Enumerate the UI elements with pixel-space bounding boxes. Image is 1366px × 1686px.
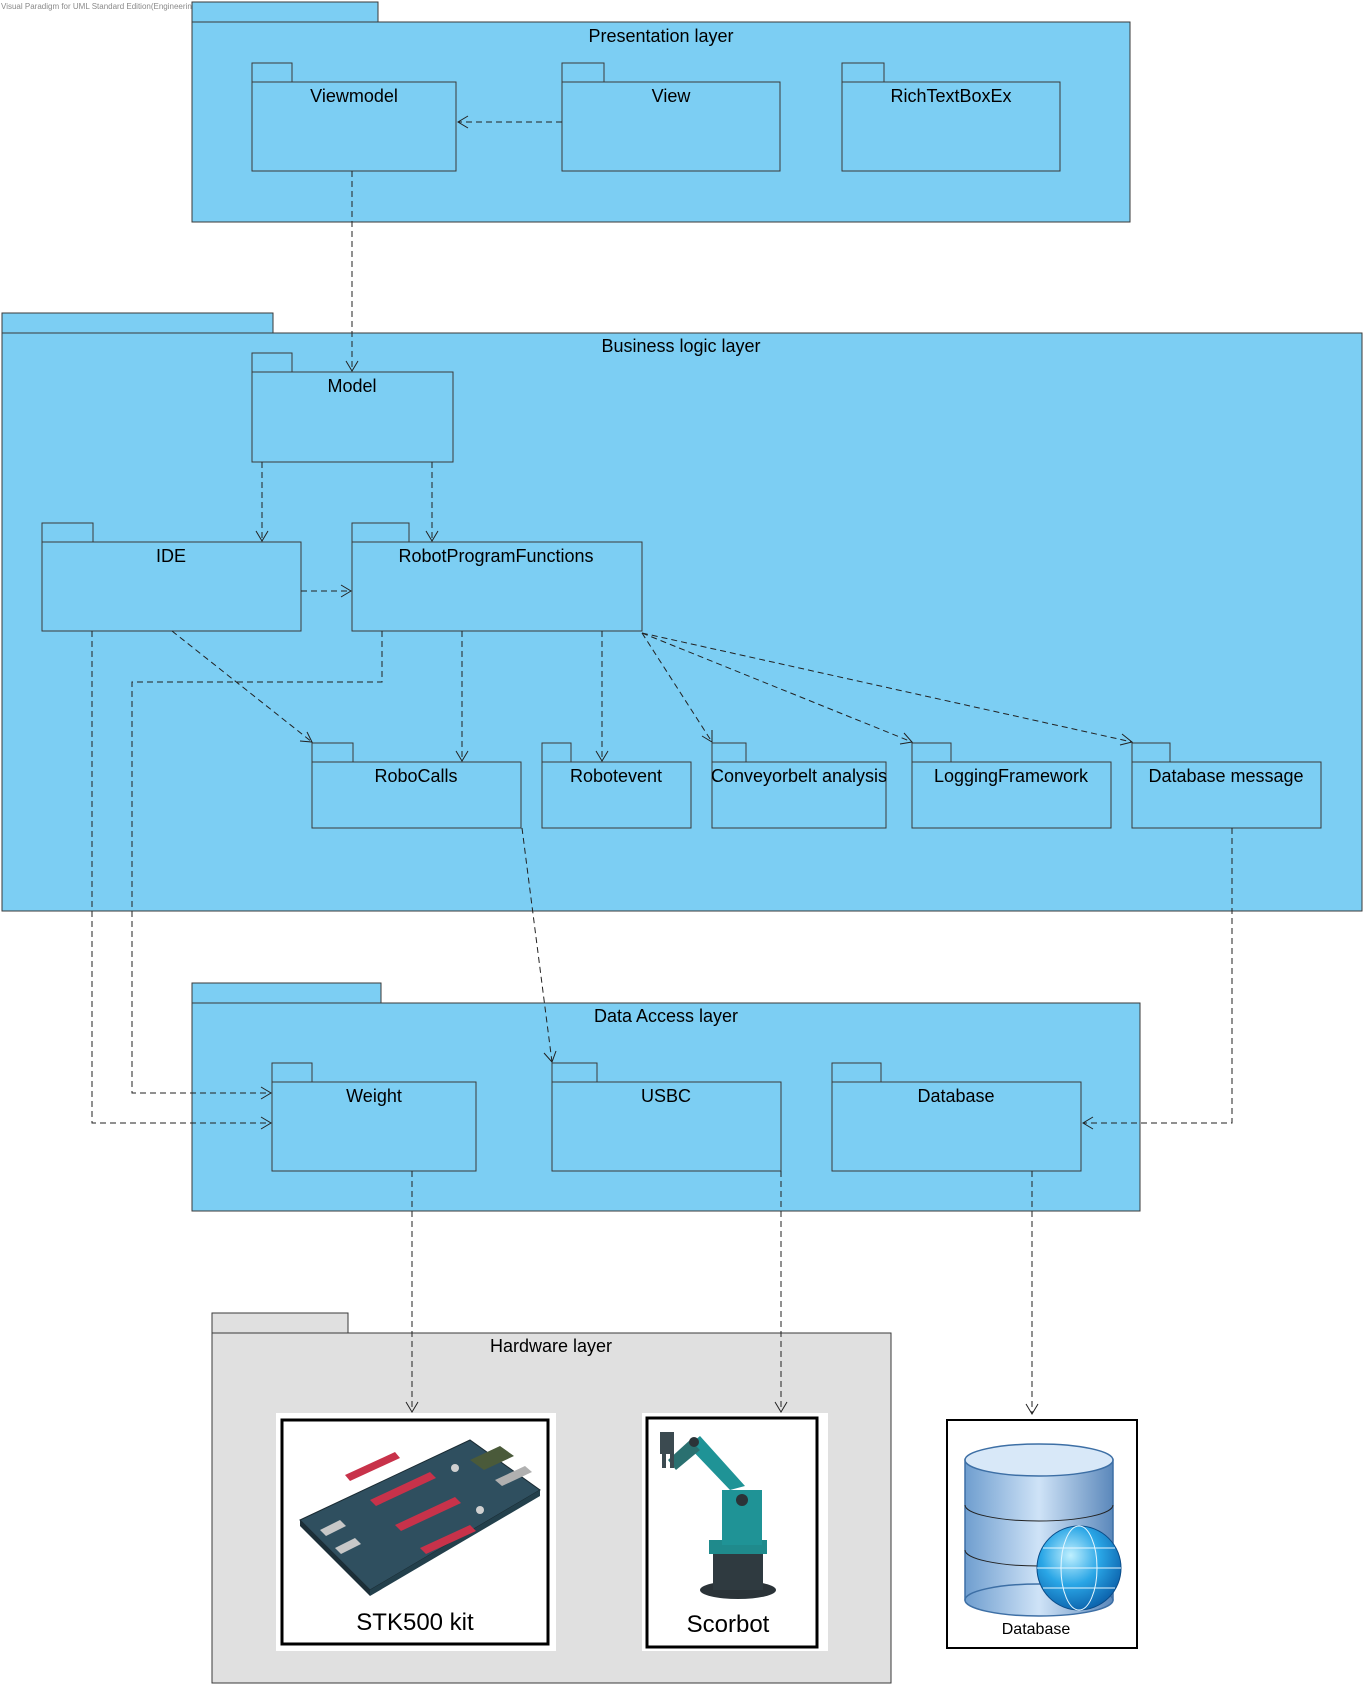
package-robotevent-label: Robotevent <box>570 766 662 786</box>
data-access-layer-label: Data Access layer <box>594 1006 738 1026</box>
dep-rpf-logging <box>641 632 913 743</box>
package-conveyorbelt-label: Conveyorbelt analysis <box>711 766 887 786</box>
dep-ide-weight <box>91 631 271 1124</box>
package-view: View <box>561 62 781 172</box>
stk500-label: STK500 kit <box>356 1609 474 1636</box>
presentation-layer: Presentation layer Viewmodel View RichTe… <box>191 1 1131 223</box>
package-robocalls: RoboCalls <box>311 742 522 829</box>
dep-rpf-weight <box>131 631 383 1094</box>
package-conveyorbelt-analysis: Conveyorbelt analysis <box>711 742 887 829</box>
dep-rpf-dbmessage <box>641 632 1133 743</box>
package-logging-label: LoggingFramework <box>934 766 1089 786</box>
dependencies <box>91 115 1233 1415</box>
package-dbmessage-label: Database message <box>1148 766 1303 786</box>
data-access-layer: Data Access layer Weight USBC Database <box>191 982 1141 1212</box>
database-icon-label: Database <box>1002 1621 1071 1638</box>
package-viewmodel-label: Viewmodel <box>310 86 398 106</box>
package-loggingframework: LoggingFramework <box>911 742 1112 829</box>
business-logic-layer: Business logic layer Model IDE RobotProg… <box>1 312 1363 912</box>
package-viewmodel: Viewmodel <box>251 62 457 172</box>
package-weight-label: Weight <box>346 1086 402 1106</box>
package-database-label: Database <box>917 1086 994 1106</box>
hardware-layer-label: Hardware layer <box>490 1336 612 1356</box>
scorbot-label: Scorbot <box>687 1611 770 1638</box>
database-icon <box>964 1443 1122 1617</box>
package-robocalls-label: RoboCalls <box>374 766 457 786</box>
package-ide: IDE <box>41 522 302 632</box>
package-robotevent: Robotevent <box>541 742 692 829</box>
scorbot-image: Scorbot <box>642 1413 828 1651</box>
package-ide-label: IDE <box>156 546 186 566</box>
business-logic-layer-label: Business logic layer <box>601 336 760 356</box>
package-richtextboxex: RichTextBoxEx <box>841 62 1061 172</box>
package-robotprogramfunctions-label: RobotProgramFunctions <box>398 546 593 566</box>
watermark-text: Visual Paradigm for UML Standard Edition… <box>1 2 265 11</box>
package-richtextboxex-label: RichTextBoxEx <box>890 86 1011 106</box>
package-model: Model <box>251 352 454 463</box>
package-usbc: USBC <box>551 1062 782 1172</box>
package-model-label: Model <box>327 376 376 396</box>
dep-rpf-conveyorbelt <box>641 632 713 743</box>
dep-dbmessage-database <box>1083 828 1233 1124</box>
package-database: Database <box>831 1062 1082 1172</box>
package-usbc-label: USBC <box>641 1086 691 1106</box>
package-view-label: View <box>652 86 692 106</box>
database-icon-box: Database <box>946 1419 1138 1649</box>
package-weight: Weight <box>271 1062 477 1172</box>
package-database-message: Database message <box>1131 742 1322 829</box>
presentation-layer-label: Presentation layer <box>588 26 733 46</box>
hardware-layer: Hardware layer STK500 kit <box>211 1312 892 1684</box>
package-robotprogramfunctions: RobotProgramFunctions <box>351 522 643 632</box>
stk500-kit-image: STK500 kit <box>276 1413 556 1651</box>
